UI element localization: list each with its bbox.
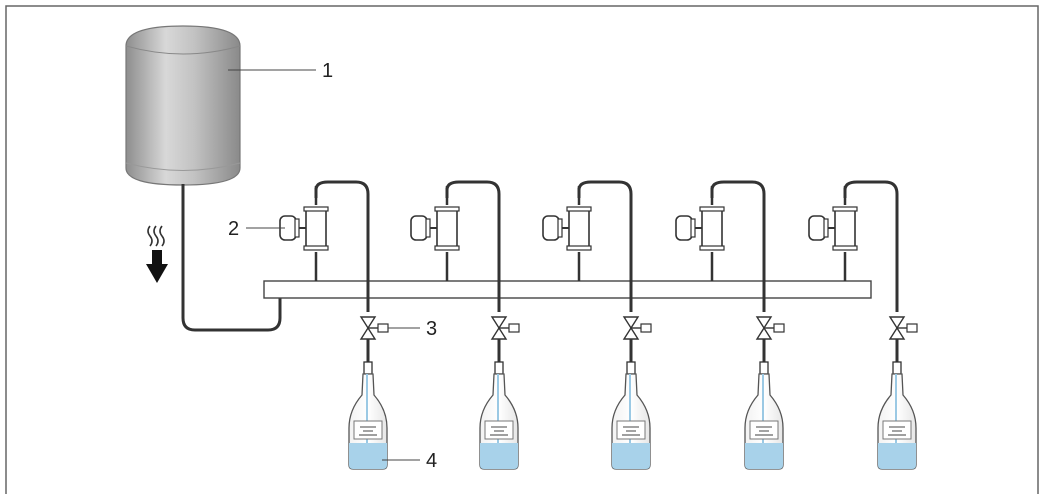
bottle-label <box>616 420 646 440</box>
fill-line-pipe <box>710 180 766 312</box>
supply-pipe <box>181 184 282 332</box>
flowmeter <box>808 186 858 251</box>
filling-station <box>675 180 785 470</box>
valve <box>622 316 652 362</box>
callout-3: 3 <box>426 318 437 340</box>
liquid-fill <box>745 443 783 469</box>
fill-line-pipe <box>843 180 899 312</box>
valve <box>359 316 389 362</box>
bottle <box>877 361 917 470</box>
flowmeter <box>675 186 725 251</box>
valve <box>490 316 520 362</box>
fill-line-pipe <box>445 180 501 312</box>
storage-tank <box>125 25 241 186</box>
filling-station <box>542 180 652 470</box>
bottle <box>348 361 388 470</box>
flowmeter <box>410 186 460 251</box>
liquid-fill <box>878 443 916 469</box>
callout-1: 1 <box>322 60 333 82</box>
flowmeter <box>542 186 592 251</box>
filling-station <box>808 180 918 470</box>
bottle <box>611 361 651 470</box>
flow-down-arrow-icon <box>146 250 168 283</box>
liquid-fill <box>480 443 518 469</box>
manifold <box>263 280 872 299</box>
flowmeter <box>279 186 329 251</box>
bottle-label <box>749 420 779 440</box>
valve <box>755 316 785 362</box>
bottle-label <box>353 420 383 440</box>
fill-line-pipe <box>577 180 633 312</box>
fill-line-pipe <box>314 180 370 312</box>
callout-4: 4 <box>426 450 437 472</box>
bottle-label <box>882 420 912 440</box>
heat-waves-icon <box>147 225 165 247</box>
figure-border <box>5 5 1039 494</box>
bottle <box>744 361 784 470</box>
liquid-fill <box>612 443 650 469</box>
bottle <box>479 361 519 470</box>
valve <box>888 316 918 362</box>
callout-2: 2 <box>228 218 239 240</box>
liquid-fill <box>349 443 387 469</box>
bottle-label <box>484 420 514 440</box>
filling-station <box>410 180 520 470</box>
filling-station <box>279 180 389 470</box>
